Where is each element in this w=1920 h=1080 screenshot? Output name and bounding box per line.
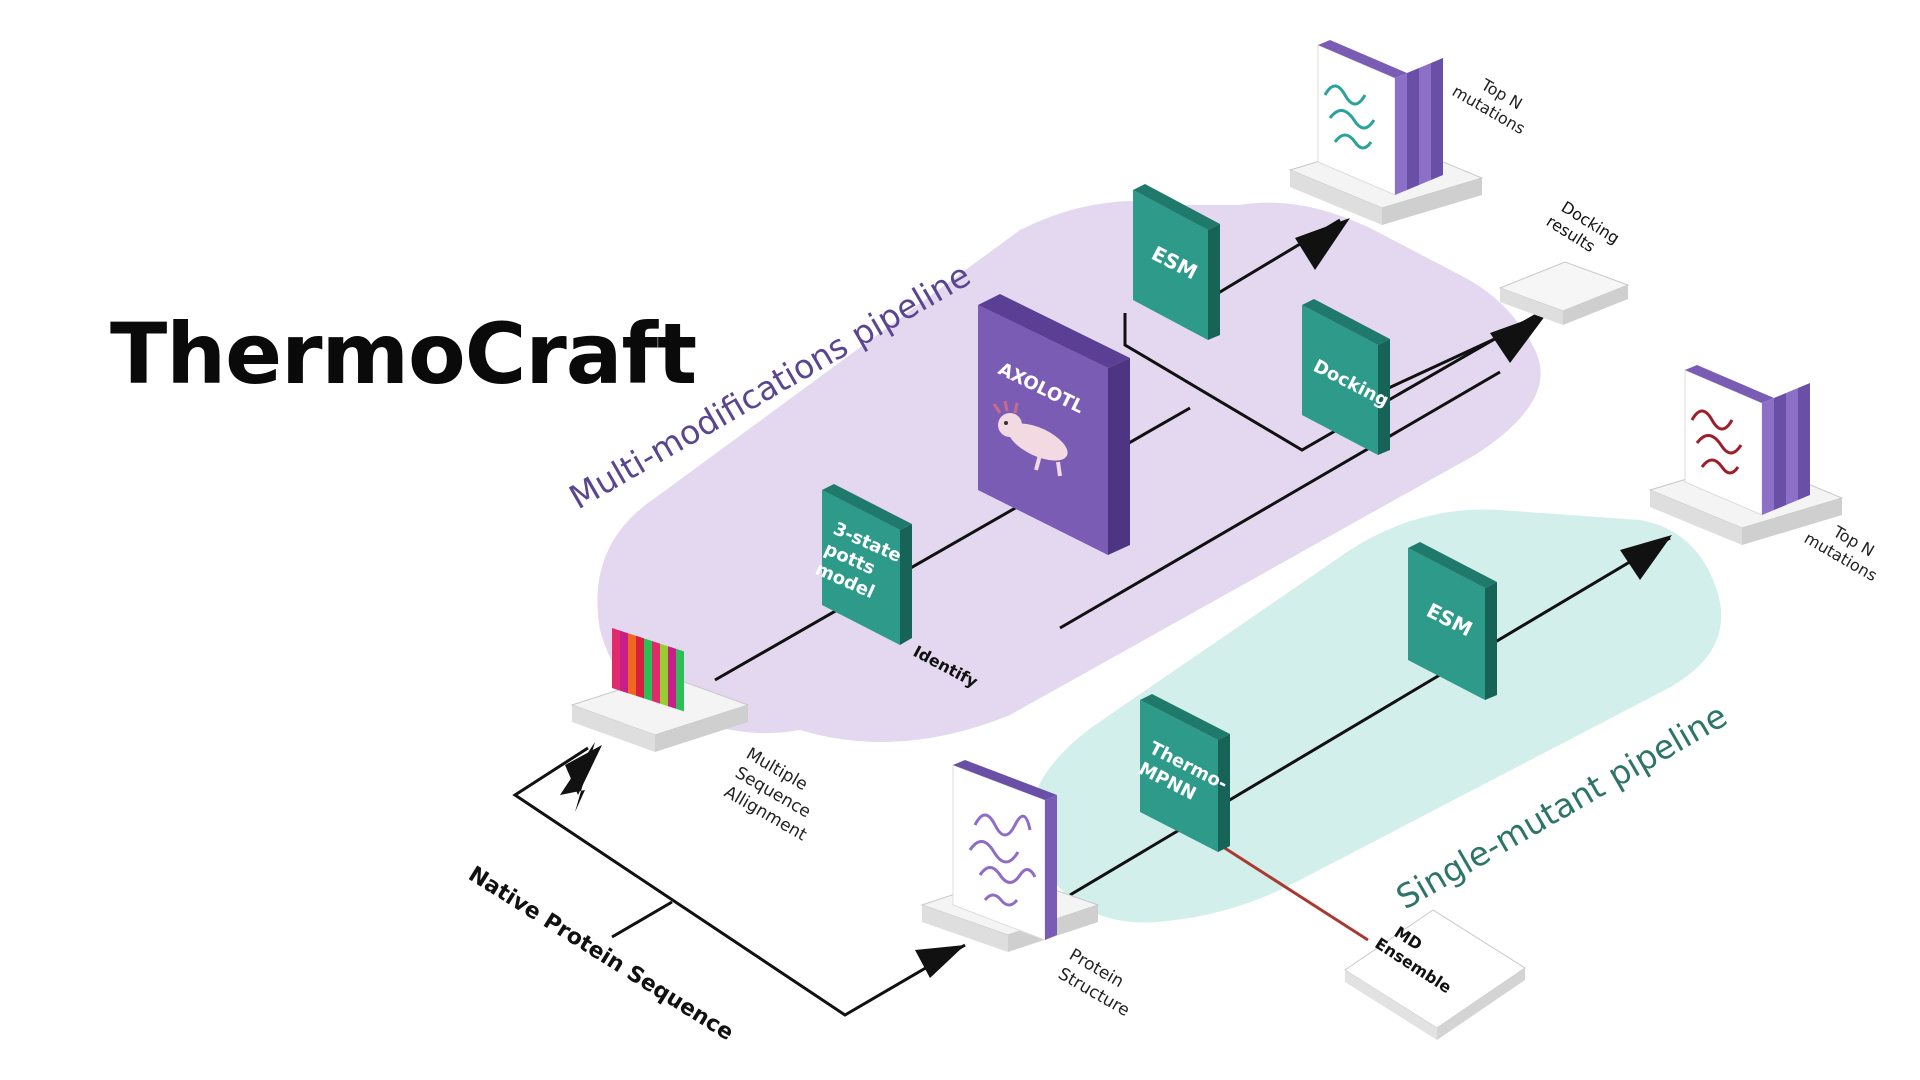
thermompnn-block [1140, 694, 1230, 852]
docking-results-platform [1498, 261, 1630, 325]
app-title: ThermoCraft [110, 305, 697, 403]
axolotl-icon [992, 400, 1068, 477]
msa-platform [570, 628, 750, 752]
md-ensemble-link [1219, 843, 1369, 942]
arrow-heads [560, 218, 1672, 978]
docking-results-label: Docking results [1543, 195, 1627, 268]
native-sequence-label: Native Protein Sequence [464, 862, 738, 1046]
msa-label: Multiple Sequence Allignment [721, 744, 833, 846]
protein-structure-icon [968, 813, 1037, 907]
connector-lines [512, 218, 1671, 1017]
mutation-stack [1317, 40, 1443, 196]
md-ensemble-platform [1344, 909, 1526, 1040]
top-n-lower-platform [1648, 365, 1844, 545]
protein-structure-label: Protein Structure [1055, 945, 1144, 1021]
msa-heatmap-icon [612, 628, 684, 712]
esm-bottom-block [1408, 542, 1497, 700]
axolotl-block [978, 294, 1130, 555]
esm-top-block [1133, 184, 1220, 340]
top-n-upper-label: Top N mutations [1449, 64, 1538, 138]
mutation-stack [1684, 365, 1810, 516]
potts-model-block [822, 484, 912, 645]
protein-structure-icon [1690, 409, 1743, 475]
docking-block [1302, 299, 1390, 455]
protein-structure-icon [1323, 84, 1376, 150]
protein-structure-platform [920, 760, 1100, 952]
top-n-upper-platform [1288, 40, 1484, 225]
